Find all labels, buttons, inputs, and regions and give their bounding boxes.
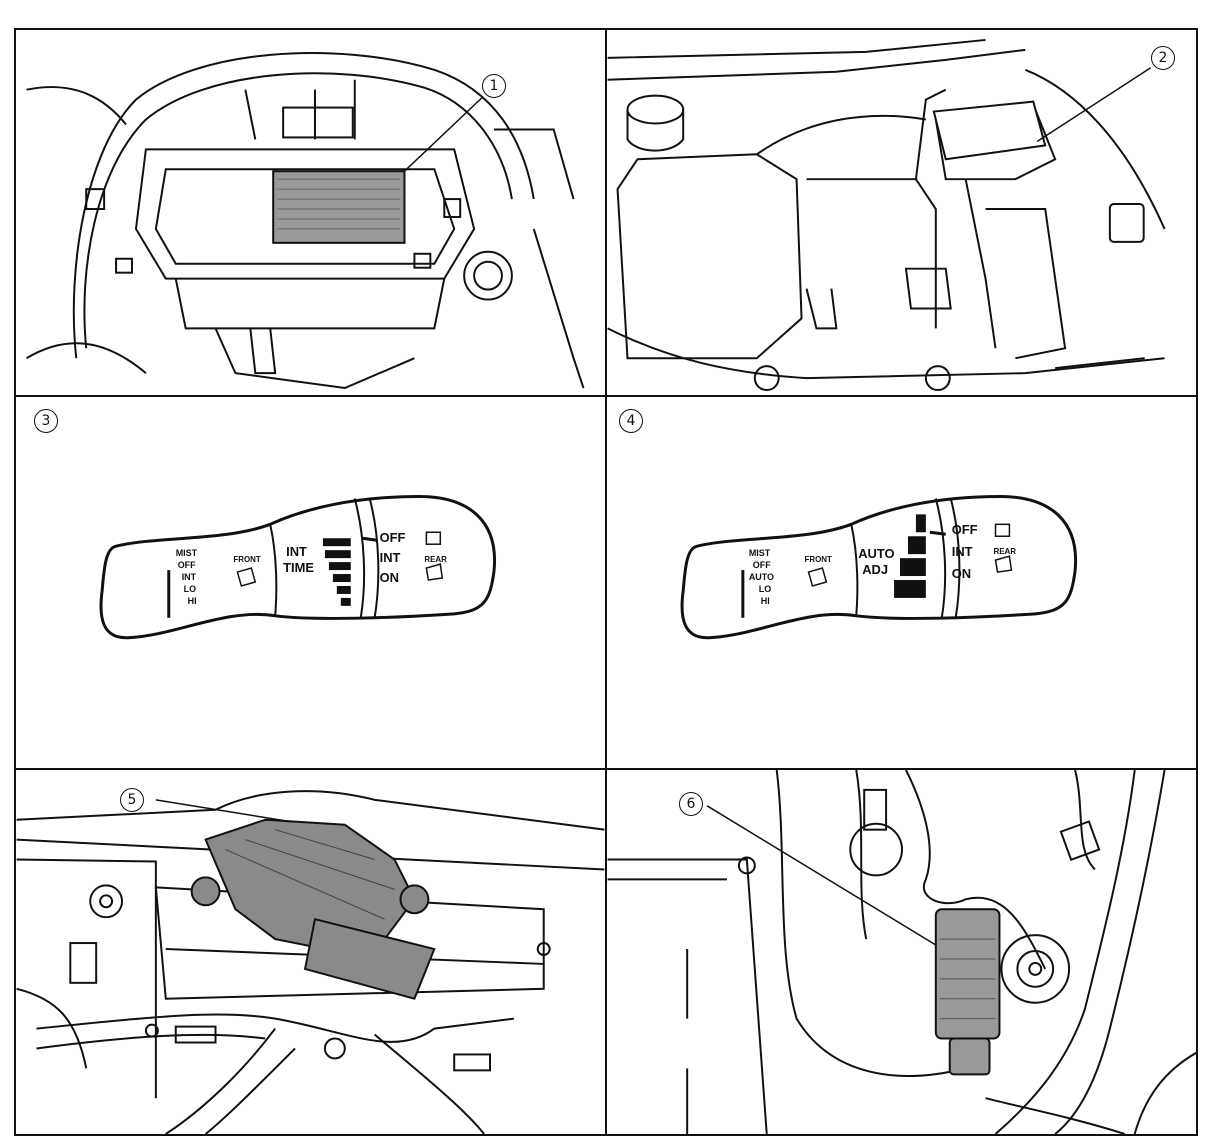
rear-washer-icon — [994, 555, 1013, 573]
rear-label: REAR — [424, 555, 447, 564]
panel-wiper-switch-int-time: 3 MIST OFF INT LO HI — [16, 397, 607, 770]
front-label: FRONT — [805, 555, 832, 564]
rear-on-label: ON — [380, 570, 399, 585]
wiper-switch-lever-int-time: MIST OFF INT LO HI FRONT INT TIME OFF IN… — [99, 494, 497, 640]
lo-label: LO — [184, 584, 196, 594]
panel-bcm-location: 1 — [16, 30, 607, 397]
wiper-motor-body — [190, 818, 436, 1000]
int-time-dial-bars — [322, 538, 351, 606]
int-time-label-1: INT — [286, 544, 307, 559]
panel-ipdm-location: 2 — [607, 30, 1196, 397]
hi-label: HI — [761, 596, 770, 606]
auto-adj-dial-bars — [894, 514, 926, 598]
callout-5: 5 — [120, 788, 144, 812]
auto-adj-label-1: AUTO — [858, 546, 894, 561]
callout-1: 1 — [482, 74, 506, 98]
rear-on-label: ON — [952, 566, 971, 581]
lever-body — [680, 494, 1078, 640]
panel-front-wiper-motor: 5 — [16, 770, 607, 1134]
rear-int-label: INT — [380, 550, 401, 565]
dashboard-illustration — [26, 52, 585, 390]
front-label: FRONT — [233, 555, 260, 564]
front-washer-icon — [236, 567, 257, 587]
engine-compartment-illustration — [607, 38, 1166, 392]
callout-4: 4 — [619, 409, 643, 433]
panel-wiper-switch-auto-adj: 4 MIST OFF AUTO LO HI FRONT — [607, 397, 1196, 770]
callout-3: 3 — [34, 409, 58, 433]
mist-label: MIST — [176, 548, 198, 558]
panel-rear-wiper-connector: 6 — [607, 770, 1196, 1134]
rear-int-label: INT — [952, 544, 973, 559]
callout-2: 2 — [1151, 46, 1175, 70]
rear-washer-icon — [425, 563, 444, 581]
wiper-motor-illustration — [16, 790, 605, 1134]
mist-label: MIST — [749, 548, 771, 558]
off-label: OFF — [753, 560, 771, 570]
auto-label: AUTO — [749, 572, 774, 582]
rear-wiper-connector-illustration — [607, 770, 1196, 1134]
rear-wiper-icon — [425, 531, 442, 545]
wiper-switch-lever-auto-adj: MIST OFF AUTO LO HI FRONT AUTO ADJ OFF I… — [680, 494, 1078, 640]
rear-off-label: OFF — [380, 530, 406, 545]
rear-wiper-relay — [934, 908, 1001, 1076]
off-label: OFF — [178, 560, 196, 570]
int-time-label-2: TIME — [283, 560, 314, 575]
int-label: INT — [182, 572, 197, 582]
callout-6: 6 — [679, 792, 703, 816]
rear-off-label: OFF — [952, 522, 978, 537]
lever-body — [99, 494, 497, 640]
rear-wiper-icon — [994, 523, 1011, 537]
hi-label: HI — [188, 596, 197, 606]
front-washer-icon — [807, 567, 828, 587]
auto-adj-label-2: ADJ — [862, 562, 888, 577]
rear-label: REAR — [994, 547, 1017, 556]
panel-grid: 1 — [14, 28, 1198, 1136]
lo-label: LO — [759, 584, 771, 594]
